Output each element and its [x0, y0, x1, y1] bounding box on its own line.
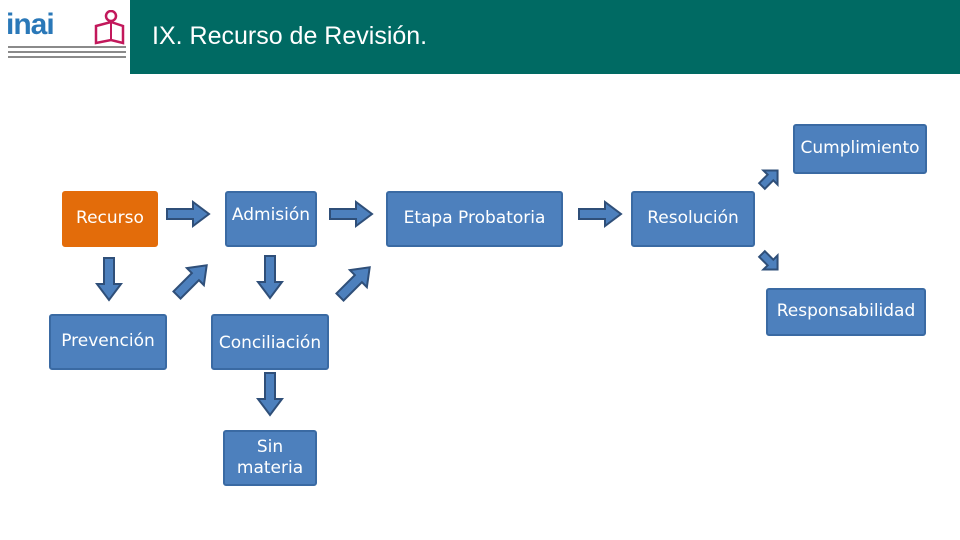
- logo-wordmark: inai: [6, 8, 55, 41]
- node-sin-materia: Sin materia: [223, 430, 317, 486]
- node-responsabilidad: Responsabilidad: [766, 288, 926, 336]
- logo-subtitle: [8, 46, 126, 64]
- node-conciliacion: Conciliación: [211, 314, 329, 370]
- page-title: IX. Recurso de Revisión.: [152, 22, 428, 50]
- node-etapa-probatoria: Etapa Probatoria: [386, 191, 563, 247]
- node-resolucion: Resolución: [631, 191, 755, 247]
- inai-logo: inai: [6, 8, 128, 66]
- logo-symbol-icon: [94, 10, 125, 45]
- node-recurso: Recurso: [62, 191, 158, 247]
- arrow-etapa-resolucion: [578, 201, 622, 227]
- header-bar: [130, 0, 960, 74]
- arrow-admision-conciliacion: [257, 255, 283, 299]
- node-admision: Admisión: [225, 191, 317, 247]
- arrow-conciliacion-etapa: [330, 257, 380, 307]
- arrow-resolucion-cumplimiento: [753, 162, 786, 195]
- node-prevencion: Prevención: [49, 314, 167, 370]
- arrow-conciliacion-sinmateria: [257, 372, 283, 416]
- arrow-resolucion-responsabilidad: [753, 245, 786, 278]
- arrow-admision-etapa: [329, 201, 373, 227]
- arrow-recurso-prevencion: [96, 257, 122, 301]
- node-cumplimiento: Cumplimiento: [793, 124, 927, 174]
- arrow-recurso-admision: [166, 201, 210, 227]
- arrow-prevencion-admision: [167, 255, 217, 305]
